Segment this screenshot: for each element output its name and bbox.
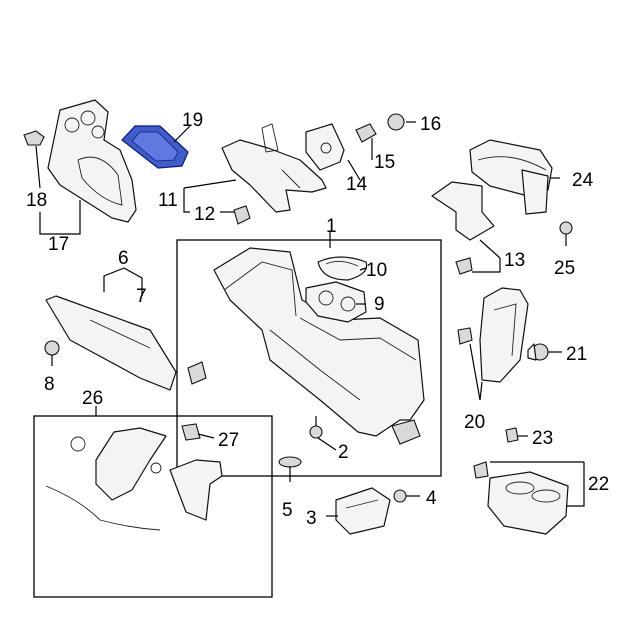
rear-tray-part-22[interactable] <box>473 461 569 535</box>
armrest-bracket-part[interactable] <box>431 181 495 275</box>
side-panel-part-6-7[interactable] <box>45 295 177 391</box>
rear-panel-part-20[interactable] <box>457 287 529 383</box>
callout-6: 6 <box>118 248 129 269</box>
knob-part-16[interactable] <box>387 113 405 131</box>
clip-part-12[interactable] <box>233 205 251 225</box>
console-group-box <box>176 239 442 477</box>
console-mat-part-19-highlighted[interactable] <box>121 125 189 169</box>
callout-13: 13 <box>504 250 525 271</box>
retainer-part-8[interactable] <box>44 340 60 366</box>
callout-8: 8 <box>44 374 55 395</box>
clip-part-18[interactable] <box>23 130 45 146</box>
screw-part-25[interactable] <box>559 221 573 246</box>
callout-7: 7 <box>136 286 147 307</box>
callout-23: 23 <box>532 428 553 449</box>
socket-part-21[interactable] <box>527 343 549 361</box>
callout-17: 17 <box>48 234 69 255</box>
clip-part-7[interactable] <box>187 361 207 385</box>
callout-1: 1 <box>326 216 337 237</box>
callout-27: 27 <box>218 430 239 451</box>
bolt-part-5[interactable] <box>278 456 302 482</box>
callout-24: 24 <box>572 170 594 191</box>
callout-20: 20 <box>464 412 485 433</box>
clip-part-23[interactable] <box>505 427 519 443</box>
callout-12: 12 <box>194 204 215 225</box>
callout-2: 2 <box>338 442 349 463</box>
bolt-part-2[interactable] <box>309 416 323 439</box>
callout-19: 19 <box>182 110 203 131</box>
callout-22: 22 <box>588 474 609 495</box>
callout-9: 9 <box>374 294 385 315</box>
shift-boot-part[interactable] <box>169 459 223 521</box>
leader-lines <box>35 121 585 517</box>
nut-part-4[interactable] <box>393 489 407 503</box>
callout-18: 18 <box>26 190 47 211</box>
armrest-lid-part[interactable] <box>469 139 553 215</box>
shifter-assembly-part-26[interactable] <box>45 427 167 531</box>
cupholder-trim-part-10[interactable] <box>317 256 368 281</box>
callout-labels: 1 2 3 4 5 6 7 8 9 10 11 12 13 14 15 16 1… <box>26 110 609 529</box>
callout-16: 16 <box>420 114 441 135</box>
callout-25: 25 <box>554 258 575 279</box>
callout-14: 14 <box>346 174 368 195</box>
cupholder-insert-part-9[interactable] <box>305 281 367 323</box>
console-top-panel-part[interactable] <box>221 123 327 213</box>
callout-11: 11 <box>158 190 178 211</box>
console-body-part[interactable] <box>213 247 425 445</box>
callout-3: 3 <box>306 508 317 529</box>
callout-5: 5 <box>282 500 293 521</box>
shifter-group-box <box>33 415 273 598</box>
callout-26: 26 <box>82 388 103 409</box>
switch-panel-part-14[interactable] <box>305 123 345 171</box>
callout-15: 15 <box>374 152 395 173</box>
callout-4: 4 <box>426 488 437 509</box>
switch-part-15[interactable] <box>355 123 377 143</box>
callout-10: 10 <box>366 260 387 281</box>
callout-21: 21 <box>566 344 587 365</box>
bracket-part-3[interactable] <box>335 487 391 535</box>
shifter-bezel-part[interactable] <box>47 99 137 223</box>
switch-part-27[interactable] <box>181 423 201 441</box>
